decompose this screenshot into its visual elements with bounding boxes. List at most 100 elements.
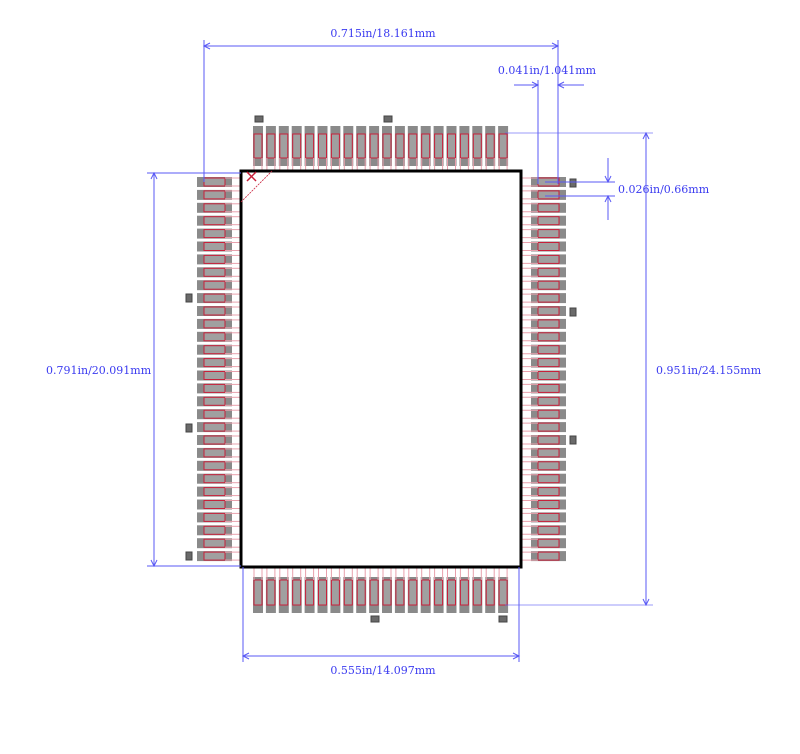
marker-square [569,307,577,317]
pad-copper-right [537,461,560,471]
pad-copper-top [253,133,263,159]
pad-copper-right [537,409,560,419]
pad-copper-left [203,474,226,484]
pad-copper-top [356,133,366,159]
pad-copper-top [447,133,456,159]
marker-square [185,551,193,561]
pad-copper-left [203,190,226,200]
pad-copper-bottom [498,579,508,606]
pad-copper-right [537,487,560,497]
pad-copper-left [203,358,226,368]
pad-copper-bottom [266,579,276,606]
pad-copper-top [266,133,276,159]
pad-copper-bottom [369,579,379,606]
pad-copper-bottom [279,579,289,606]
pad-copper-bottom [382,579,392,606]
pad-copper-bottom [421,579,431,606]
body-width-label: 0.555in/14.097mm [330,664,436,677]
body-height-label: 0.791in/20.091mm [46,364,152,377]
pad-copper-left [203,306,226,316]
pad-copper-right [537,551,560,561]
pad-copper-top [408,133,418,159]
pad-copper-right [537,371,560,380]
pad-copper-right [537,500,560,509]
pad-copper-left [203,500,226,509]
pin1-marker-icon [246,171,257,182]
pads-group [185,115,577,623]
pad-copper-bottom [330,579,340,606]
pad-copper-right [537,242,560,251]
pad-copper-top [459,133,469,159]
pad-copper-left [203,345,226,355]
overall-height-label: 0.951in/24.155mm [656,364,762,377]
pad-copper-top [434,133,444,159]
marker-square [498,615,508,623]
pad-copper-bottom [459,579,469,606]
pad-copper-right [537,538,560,548]
pad-copper-bottom [472,579,482,606]
pad-copper-bottom [485,579,495,606]
pad-copper-bottom [253,579,263,606]
pad-copper-bottom [408,579,418,606]
pad-copper-top [369,133,379,159]
pad-copper-right [537,254,560,264]
pad-copper-top [421,133,431,159]
pad-copper-bottom [447,579,456,606]
pad-copper-top [472,133,482,159]
pad-copper-top [485,133,495,159]
pad-copper-right [537,383,560,393]
pad-copper-right [537,358,560,368]
pad-copper-right [537,422,560,432]
pad-copper-left [203,461,226,471]
pad-copper-left [203,293,226,303]
pad-copper-left [203,229,226,239]
pad-copper-top [395,133,405,159]
marker-square [370,615,380,623]
pad-copper-left [203,267,226,277]
pad-copper-bottom [292,579,302,606]
pad-copper-left [203,280,226,290]
pad-copper-top [305,133,315,159]
pad-copper-left [203,512,226,522]
pad-copper-top [498,133,508,159]
pad-copper-top [292,133,302,159]
pad-copper-left [203,242,226,251]
marker-square [569,435,577,445]
pad-copper-right [537,435,560,445]
pad-copper-right [537,216,560,226]
pad-copper-left [203,177,226,187]
pad-copper-left [203,435,226,445]
ic-body-outline [239,169,523,569]
marker-square [185,293,193,303]
marker-square [185,423,193,433]
pad-length-label: 0.041in/1.041mm [498,64,597,77]
pad-copper-bottom [395,579,405,606]
pad-copper-left [203,332,226,342]
pad-copper-right [537,306,560,316]
pad-copper-right [537,229,560,239]
pad-copper-left [203,203,226,213]
pad-copper-bottom [318,579,327,606]
pad-copper-right [537,293,560,303]
pad-copper-top [318,133,327,159]
pitch-label: 0.026in/0.66mm [618,183,710,196]
pad-copper-left [203,409,226,419]
pad-copper-left [203,371,226,380]
pad-copper-top [279,133,289,159]
pad-copper-right [537,203,560,213]
pad-copper-left [203,396,226,406]
marker-square [383,115,393,123]
pad-copper-bottom [356,579,366,606]
pad-copper-right [537,267,560,277]
pad-copper-left [203,216,226,226]
pad-copper-bottom [343,579,353,606]
pin1-chamfer [240,170,273,203]
pad-copper-bottom [434,579,444,606]
pad-copper-right [537,345,560,355]
pad-copper-left [203,487,226,497]
pad-copper-left [203,422,226,432]
pad-copper-right [537,190,560,200]
pad-copper-left [203,319,226,329]
